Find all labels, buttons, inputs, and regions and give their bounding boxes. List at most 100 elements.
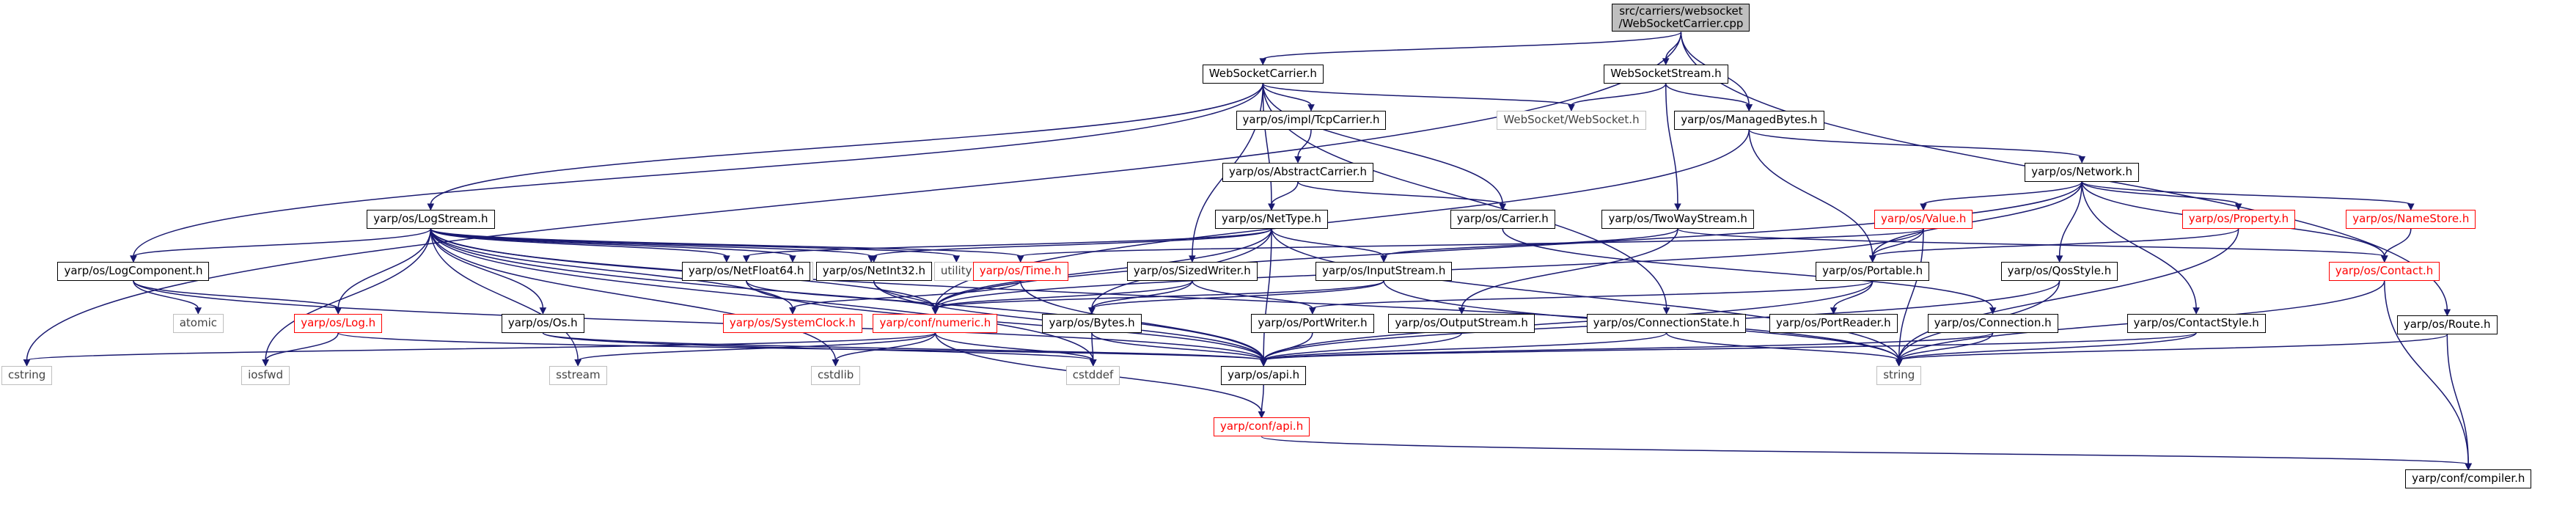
node-portreader[interactable]: yarp/os/PortReader.h <box>1769 313 1898 333</box>
node-log[interactable]: yarp/os/Log.h <box>294 313 383 333</box>
node-label: iosfwd <box>248 367 284 381</box>
node-managedbytes[interactable]: yarp/os/ManagedBytes.h <box>1674 110 1824 130</box>
edge-portable-portreader <box>1832 280 1874 309</box>
node-label: sstream <box>556 367 601 381</box>
edge-arrowhead <box>931 307 939 315</box>
node-portwriter[interactable]: yarp/os/PortWriter.h <box>1251 313 1374 333</box>
node-portable[interactable]: yarp/os/Portable.h <box>1816 261 1930 281</box>
node-wscarrier[interactable]: WebSocketCarrier.h <box>1202 64 1324 84</box>
node-sizedwriter[interactable]: yarp/os/SizedWriter.h <box>1126 261 1258 281</box>
edge-tcpcarrier-abstractcarrier <box>1297 129 1312 158</box>
node-systemclock[interactable]: yarp/os/SystemClock.h <box>722 313 862 333</box>
node-label: WebSocketCarrier.h <box>1208 66 1317 80</box>
node-label: yarp/os/Property.h <box>2188 211 2289 225</box>
node-abstractcarrier[interactable]: yarp/os/AbstractCarrier.h <box>1222 162 1374 182</box>
edge-logcomponent-log <box>133 280 339 310</box>
edge-arrowhead <box>2465 463 2472 471</box>
edge-time-apih <box>1019 280 1264 361</box>
node-netfloat64[interactable]: yarp/os/NetFloat64.h <box>681 261 811 281</box>
edge-arrowhead <box>1868 255 1876 263</box>
edge-arrowhead <box>1088 307 1096 315</box>
edge-arrowhead <box>1307 104 1315 111</box>
edge-portable-portwriter <box>1312 280 1874 310</box>
node-label: yarp/os/OutputStream.h <box>1395 315 1528 329</box>
node-label: yarp/os/SizedWriter.h <box>1133 263 1251 277</box>
node-confapi[interactable]: yarp/conf/api.h <box>1213 417 1310 437</box>
edge-numeric-cstddef <box>934 332 1094 362</box>
node-label: yarp/os/ManagedBytes.h <box>1681 112 1818 126</box>
edge-network-value <box>1923 181 2083 205</box>
node-wsstream[interactable]: WebSocketStream.h <box>1604 64 1728 84</box>
edge-portable-apih <box>1263 280 1874 361</box>
node-property[interactable]: yarp/os/Property.h <box>2181 209 2296 229</box>
edge-wsstream-wswebsocket <box>1571 83 1667 106</box>
node-compiler[interactable]: yarp/conf/compiler.h <box>2405 469 2532 489</box>
edge-wsstream-managedbytes <box>1665 83 1750 106</box>
node-label: /WebSocketCarrier.cpp <box>1618 17 1744 31</box>
edge-route-compiler <box>2446 334 2469 465</box>
edge-arrowhead <box>262 359 269 367</box>
node-label: yarp/os/LogStream.h <box>373 211 488 225</box>
node-iosfwd: iosfwd <box>241 365 290 385</box>
edge-arrowhead <box>789 307 796 315</box>
node-carrier[interactable]: yarp/os/Carrier.h <box>1450 209 1555 229</box>
node-network[interactable]: yarp/os/Network.h <box>2025 162 2139 182</box>
node-contactstyle[interactable]: yarp/os/ContactStyle.h <box>2127 313 2266 333</box>
node-nettype[interactable]: yarp/os/NetType.h <box>1214 209 1328 229</box>
edge-wscarrier-carrier <box>1262 83 1503 205</box>
edge-apih-confapi <box>1261 384 1264 413</box>
node-connection[interactable]: yarp/os/Connection.h <box>1927 313 2058 333</box>
node-inputstream[interactable]: yarp/os/InputStream.h <box>1315 261 1453 281</box>
node-root[interactable]: src/carriers/websocket/WebSocketCarrier.… <box>1612 4 1750 32</box>
node-label: yarp/os/Carrier.h <box>1456 211 1549 225</box>
node-outputstream[interactable]: yarp/os/OutputStream.h <box>1388 313 1535 333</box>
node-label: string <box>1883 367 1915 381</box>
edge-inputstream-numeric <box>934 280 1384 310</box>
node-route[interactable]: yarp/os/Route.h <box>2396 315 2498 335</box>
edge-arrowhead <box>2055 255 2063 263</box>
edge-value-time <box>1019 228 1924 257</box>
edge-wsstream-twowaystream <box>1665 83 1678 205</box>
node-logcomponent[interactable]: yarp/os/LogComponent.h <box>57 261 210 281</box>
node-twowaystream[interactable]: yarp/os/TwoWayStream.h <box>1601 209 1754 229</box>
node-netint32[interactable]: yarp/os/NetInt32.h <box>815 261 933 281</box>
edge-numeric-sstream <box>577 332 936 362</box>
edge-arrowhead <box>870 255 878 263</box>
edge-nettype-netint32 <box>873 228 1272 257</box>
edge-bytes-apih <box>1091 332 1264 362</box>
node-label: yarp/os/NameStore.h <box>2352 211 2470 225</box>
edge-arrowhead <box>1268 203 1275 211</box>
node-numeric[interactable]: yarp/conf/numeric.h <box>873 313 998 333</box>
edge-arrowhead <box>427 203 435 211</box>
edge-arrowhead <box>2407 203 2415 211</box>
node-sstream: sstream <box>549 365 607 385</box>
node-contact[interactable]: yarp/os/Contact.h <box>2328 261 2440 281</box>
node-logstream[interactable]: yarp/os/LogStream.h <box>367 209 495 229</box>
edge-logstream-log <box>337 228 432 309</box>
edge-logstream-cstdio <box>430 228 727 257</box>
node-apih[interactable]: yarp/os/api.h <box>1221 365 1307 385</box>
node-cstdlib: cstdlib <box>810 365 861 385</box>
edge-logstream-systemclock <box>430 228 793 309</box>
node-namestore[interactable]: yarp/os/NameStore.h <box>2346 209 2476 229</box>
edge-arrowhead <box>1895 359 1903 367</box>
node-string: string <box>1876 365 1922 385</box>
node-time[interactable]: yarp/os/Time.h <box>972 261 1068 281</box>
edge-arrowhead <box>1259 58 1267 66</box>
node-label: yarp/os/QosStyle.h <box>2007 263 2112 277</box>
node-os[interactable]: yarp/os/Os.h <box>501 313 584 333</box>
node-value[interactable]: yarp/os/Value.h <box>1874 209 1973 229</box>
edge-os-cstddef <box>542 332 1094 362</box>
node-connectionstate[interactable]: yarp/os/ConnectionState.h <box>1586 313 1747 333</box>
node-label: yarp/os/SystemClock.h <box>729 315 856 329</box>
edge-arrowhead <box>1674 203 1681 211</box>
node-bytes[interactable]: yarp/os/Bytes.h <box>1042 313 1142 333</box>
node-label: WebSocket/WebSocket.h <box>1503 112 1640 126</box>
node-qosstyle[interactable]: yarp/os/QosStyle.h <box>2000 261 2118 281</box>
node-tcpcarrier[interactable]: yarp/os/impl/TcpCarrier.h <box>1236 110 1387 130</box>
edge-arrowhead <box>1380 255 1387 263</box>
node-label: yarp/os/NetType.h <box>1221 211 1321 225</box>
node-cstring: cstring <box>1 365 53 385</box>
edge-netfloat64-apih <box>746 280 1264 361</box>
edge-arrowhead <box>23 359 31 367</box>
